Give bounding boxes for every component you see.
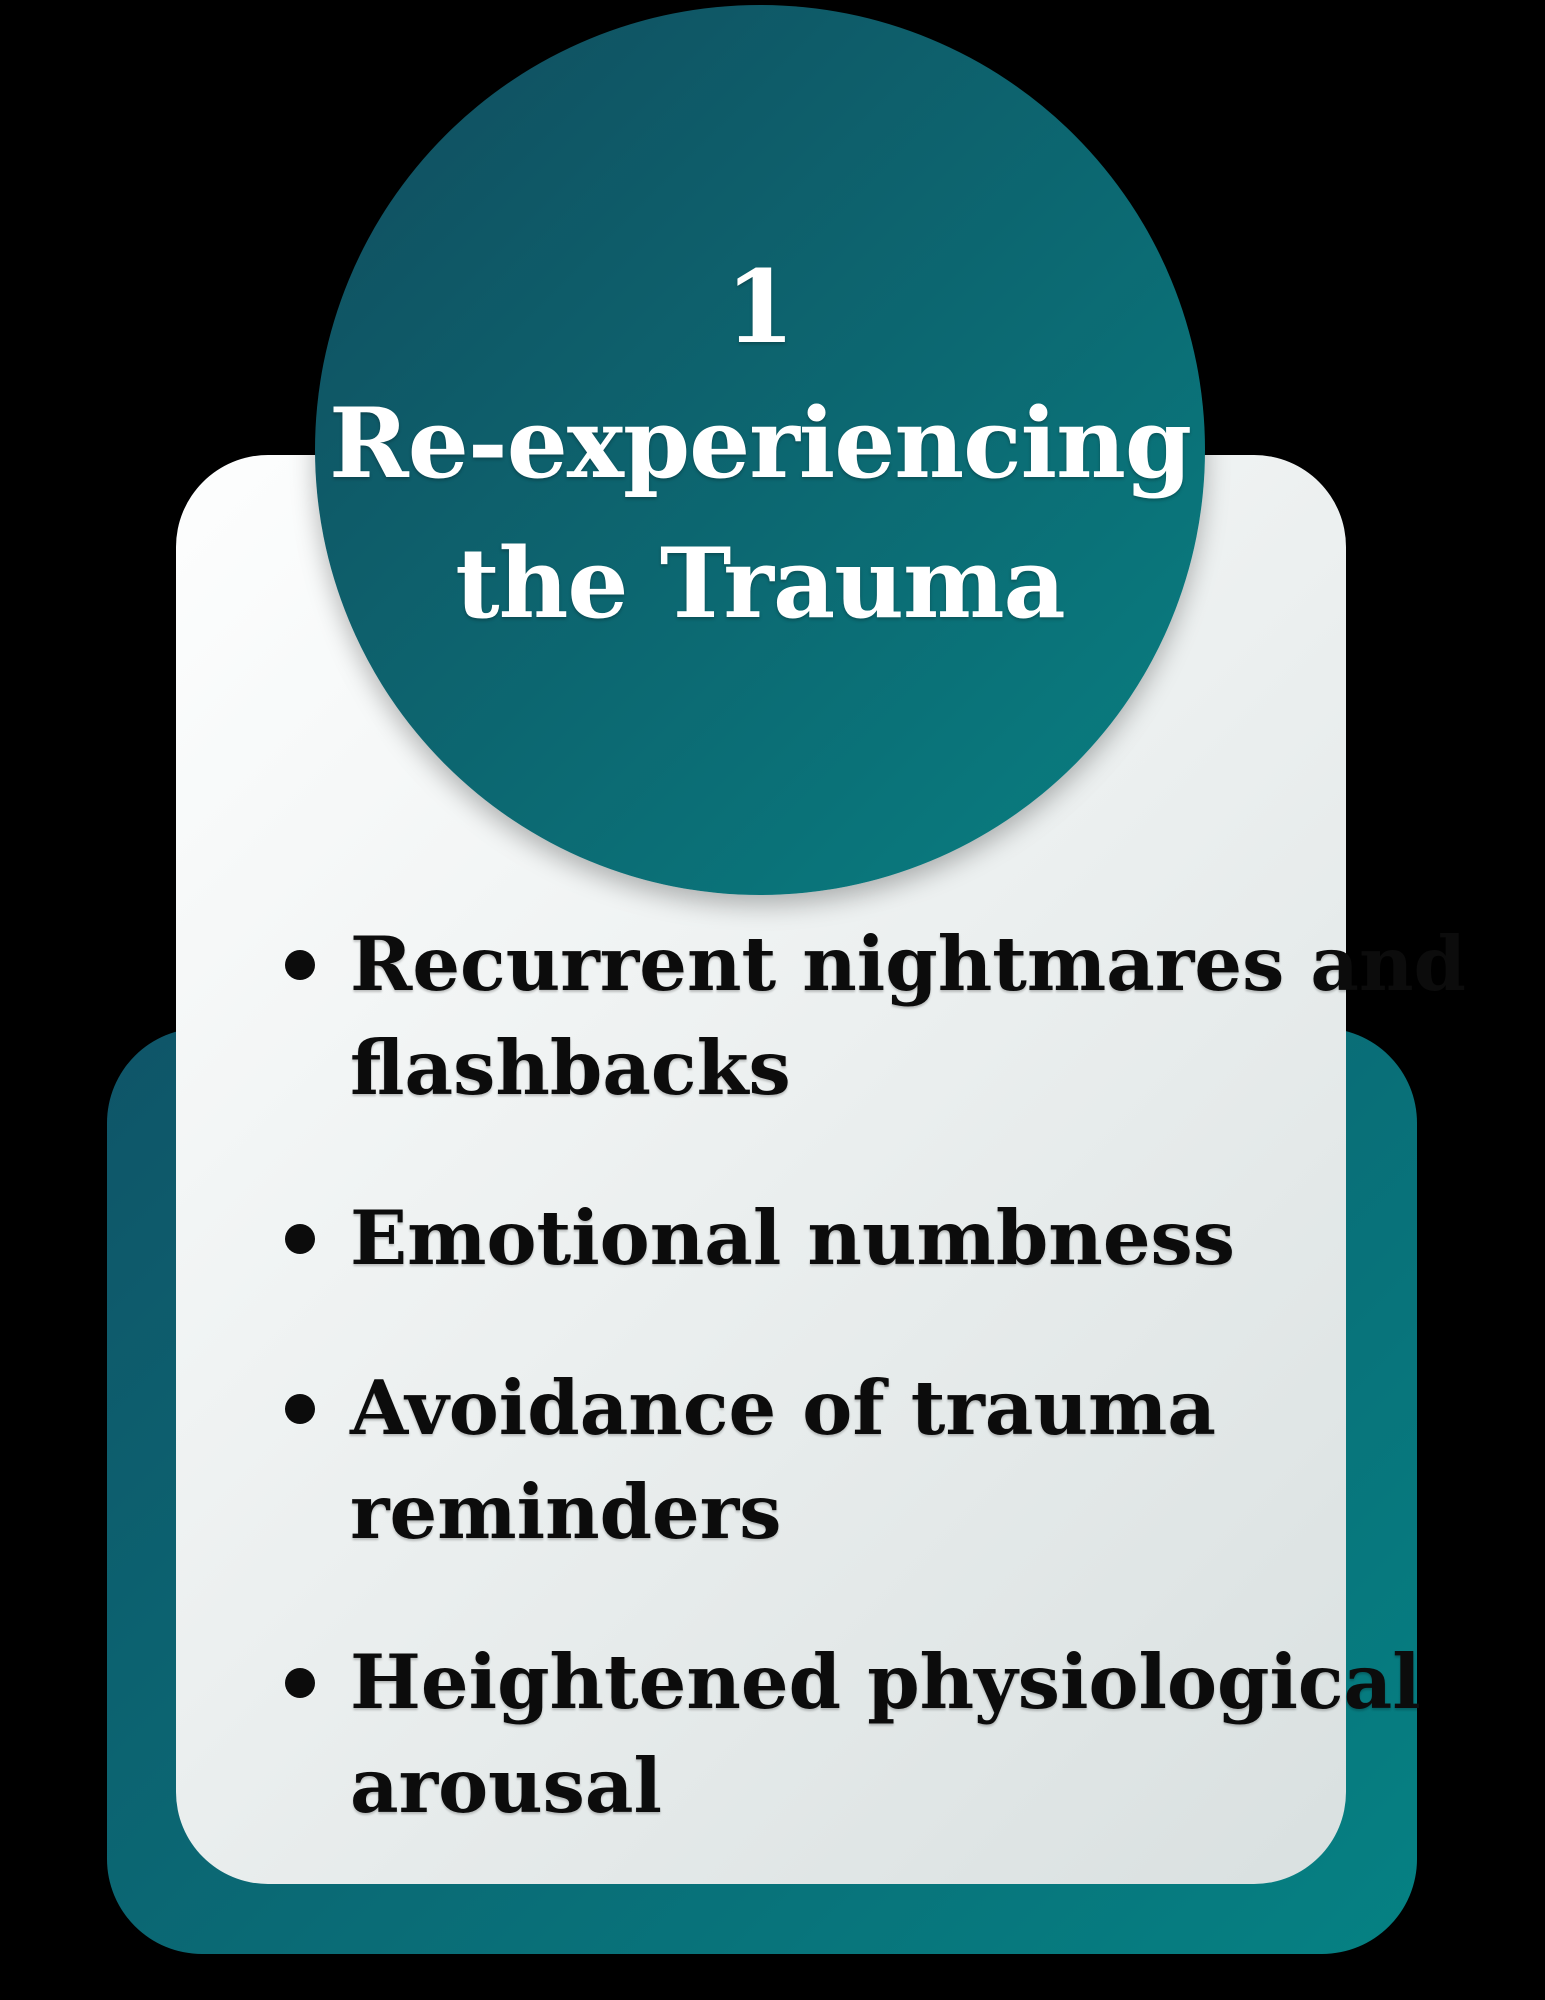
list-item: Recurrent nightmares and flashbacks bbox=[285, 912, 1466, 1120]
symptom-line: Heightened physiological bbox=[350, 1638, 1421, 1726]
bullet-icon bbox=[285, 1394, 315, 1424]
symptom-line: flashbacks bbox=[350, 1024, 791, 1112]
symptom-line: Recurrent nightmares and bbox=[350, 920, 1466, 1008]
step-title-line-2: the Trauma bbox=[455, 527, 1065, 640]
symptom-line: reminders bbox=[350, 1468, 782, 1556]
symptom-text: Emotional numbness bbox=[350, 1186, 1235, 1290]
bullet-icon bbox=[285, 1668, 315, 1698]
symptom-line: Avoidance of trauma bbox=[350, 1364, 1216, 1452]
list-item: Heightened physiological arousal bbox=[285, 1630, 1421, 1838]
step-title: Re-experiencing the Trauma bbox=[315, 374, 1205, 654]
symptom-line: Emotional numbness bbox=[350, 1194, 1235, 1282]
symptom-text: Recurrent nightmares and flashbacks bbox=[350, 912, 1466, 1120]
bullet-icon bbox=[285, 950, 315, 980]
step-badge-circle: 1 Re-experiencing the Trauma bbox=[315, 5, 1205, 895]
list-item: Emotional numbness bbox=[285, 1186, 1295, 1290]
step-number: 1 bbox=[725, 248, 795, 366]
bullet-icon bbox=[285, 1224, 315, 1254]
symptom-text: Heightened physiological arousal bbox=[350, 1630, 1421, 1838]
list-item: Avoidance of trauma reminders bbox=[285, 1356, 1295, 1564]
symptom-line: arousal bbox=[350, 1742, 662, 1830]
step-title-line-1: Re-experiencing bbox=[329, 387, 1192, 500]
symptom-text: Avoidance of trauma reminders bbox=[350, 1356, 1216, 1564]
